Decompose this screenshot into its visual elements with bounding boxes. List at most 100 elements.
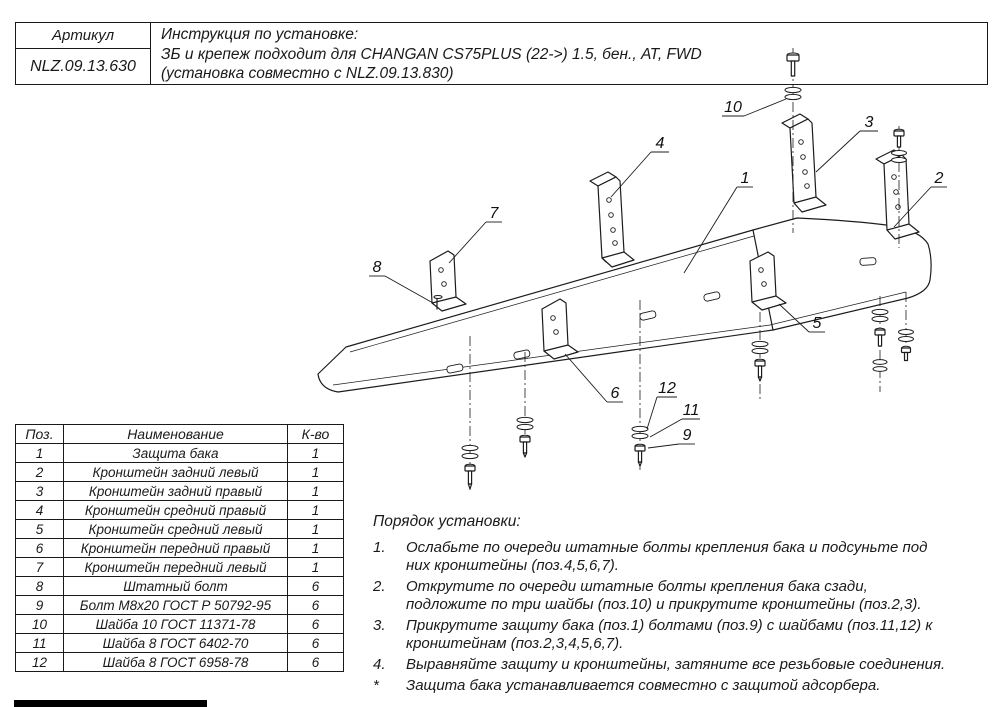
table-row: 4 Кронштейн средний правый 1 <box>15 500 344 520</box>
cell-pos: 2 <box>15 462 64 482</box>
cell-name: Шайба 8 ГОСТ 6958-78 <box>63 652 288 672</box>
cell-pos: 4 <box>15 500 64 520</box>
header-qty: К-во <box>287 424 344 444</box>
article-number: NLZ.09.13.630 <box>30 57 136 75</box>
bracket-pos5 <box>749 251 787 311</box>
callout-12: 12 <box>658 380 676 397</box>
cell-pos: 3 <box>15 481 64 501</box>
table-row: 2 Кронштейн задний левый 1 <box>15 462 344 482</box>
bolt-stack-rear-left <box>871 308 889 372</box>
bracket-pos3 <box>781 113 827 213</box>
bolt-stack-rear-right <box>898 329 914 362</box>
instruction-title: Инструкция по установке: <box>161 26 359 43</box>
callout-9: 9 <box>683 427 692 444</box>
installation-steps: Порядок установки: 1. Ослабьте по очеред… <box>373 513 951 698</box>
rear-right-bolt-with-washers <box>891 128 907 163</box>
step-1: 1. Ослабьте по очереди штатные болты кре… <box>373 539 951 575</box>
factory-bolt-pos8 <box>433 295 443 310</box>
bracket-pos2 <box>875 149 920 240</box>
cell-name: Защита бака <box>63 443 288 463</box>
cell-qty: 6 <box>287 595 344 615</box>
cell-name: Кронштейн передний правый <box>63 538 288 558</box>
bolt-stack-middle-right <box>751 340 769 382</box>
cell-pos: 12 <box>15 652 64 672</box>
step-3: 3. Прикрутите защиту бака (поз.1) болтам… <box>373 617 951 653</box>
callout-7: 7 <box>490 205 500 222</box>
cell-qty: 1 <box>287 557 344 577</box>
header-block: Артикул NLZ.09.13.630 Инструкция по уста… <box>15 22 988 85</box>
bracket-pos7 <box>429 250 467 312</box>
cell-qty: 6 <box>287 614 344 634</box>
cell-pos: 11 <box>15 633 64 653</box>
callout-5: 5 <box>813 315 822 332</box>
cell-qty: 1 <box>287 462 344 482</box>
cell-pos: 5 <box>15 519 64 539</box>
callout-2: 2 <box>934 170 944 187</box>
step-text: Выравняйте защиту и кронштейны, затяните… <box>406 656 946 673</box>
cell-qty: 1 <box>287 538 344 558</box>
shield-plate <box>317 217 932 393</box>
instruction-header: Инструкция по установке: ЗБ и крепеж под… <box>151 23 987 84</box>
article-label: Артикул <box>16 23 150 49</box>
callout-4: 4 <box>656 135 665 152</box>
parts-table: Поз. Наименование К-во 1 Защита бака 1 2… <box>15 424 344 672</box>
cell-pos: 9 <box>15 595 64 615</box>
callout-8: 8 <box>373 259 382 276</box>
cell-name: Кронштейн задний правый <box>63 481 288 501</box>
step-text: Защита бака устанавливается совместно с … <box>406 677 881 694</box>
cell-name: Кронштейн средний левый <box>63 519 288 539</box>
cell-qty: 1 <box>287 443 344 463</box>
axis-lines <box>469 48 907 492</box>
step-2: 2. Открутите по очереди штатные болты кр… <box>373 578 951 614</box>
table-row: 8 Штатный болт 6 <box>15 576 344 596</box>
table-row: 1 Защита бака 1 <box>15 443 344 463</box>
header-pos: Поз. <box>15 424 64 444</box>
cell-name: Болт М8х20 ГОСТ Р 50792-95 <box>63 595 288 615</box>
cell-pos: 6 <box>15 538 64 558</box>
step-number: * <box>373 677 379 694</box>
cell-pos: 10 <box>15 614 64 634</box>
cell-name: Шайба 8 ГОСТ 6402-70 <box>63 633 288 653</box>
callouts: 10 3 2 4 1 7 8 5 6 <box>369 98 947 449</box>
bolt-stack-center <box>631 425 649 467</box>
cell-name: Кронштейн задний левый <box>63 462 288 482</box>
table-row: 9 Болт М8х20 ГОСТ Р 50792-95 6 <box>15 595 344 615</box>
bolt-stack-front-left <box>461 444 479 490</box>
steps-title: Порядок установки: <box>373 513 521 530</box>
fitment-line: ЗБ и крепеж подходит для CHANGAN CS75PLU… <box>161 45 702 63</box>
table-row: 6 Кронштейн передний правый 1 <box>15 538 344 558</box>
step-text: Ослабьте по очереди штатные болты крепле… <box>406 539 928 574</box>
cell-qty: 1 <box>287 481 344 501</box>
bracket-pos6 <box>541 298 579 360</box>
callout-1: 1 <box>741 170 750 187</box>
cell-name: Шайба 10 ГОСТ 11371-78 <box>63 614 288 634</box>
cell-qty: 1 <box>287 500 344 520</box>
table-row: 11 Шайба 8 ГОСТ 6402-70 6 <box>15 633 344 653</box>
cell-qty: 6 <box>287 633 344 653</box>
step-4: 4. Выравняйте защиту и кронштейны, затян… <box>373 656 951 674</box>
callout-3: 3 <box>865 114 874 131</box>
table-row: 12 Шайба 8 ГОСТ 6958-78 6 <box>15 652 344 672</box>
step-number: 2. <box>373 578 386 595</box>
cell-qty: 1 <box>287 519 344 539</box>
callout-6: 6 <box>611 385 620 402</box>
step-text: Прикрутите защиту бака (поз.1) болтами (… <box>406 617 933 652</box>
cell-pos: 1 <box>15 443 64 463</box>
cell-name: Кронштейн средний правый <box>63 500 288 520</box>
cell-pos: 7 <box>15 557 64 577</box>
bracket-pos4 <box>589 171 635 268</box>
step-text: Открутите по очереди штатные болты крепл… <box>406 578 922 613</box>
header-name: Наименование <box>63 424 288 444</box>
table-row: 7 Кронштейн передний левый 1 <box>15 557 344 577</box>
bottom-edge-bar <box>14 700 207 707</box>
table-row: 3 Кронштейн задний правый 1 <box>15 481 344 501</box>
callout-11: 11 <box>683 402 700 419</box>
table-row: 10 Шайба 10 ГОСТ 11371-78 6 <box>15 614 344 634</box>
callout-10: 10 <box>724 99 742 116</box>
cell-qty: 6 <box>287 576 344 596</box>
article-box: Артикул NLZ.09.13.630 <box>16 23 151 84</box>
table-header-row: Поз. Наименование К-во <box>15 424 344 444</box>
table-row: 5 Кронштейн средний левый 1 <box>15 519 344 539</box>
cell-name: Кронштейн передний левый <box>63 557 288 577</box>
